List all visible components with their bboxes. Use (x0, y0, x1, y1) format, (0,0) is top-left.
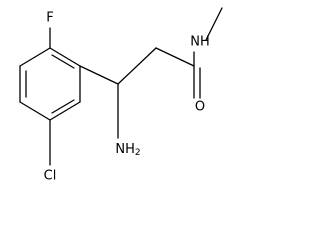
ring-bond-4 (19, 101, 51, 121)
bond-ring-to-chiral-carbon (79, 65, 119, 85)
ring-bond-1 (49, 47, 81, 67)
amine-label-main: NH (115, 142, 135, 157)
ring-bond-6 (19, 47, 51, 67)
amine-label-subscript: 2 (135, 148, 141, 158)
bond-amide-n-to-methyl (205, 7, 223, 41)
ring-double-bond-2 (51, 99, 75, 114)
bond-chiral-carbon-to-ch2 (117, 47, 157, 85)
benzene-ring (19, 47, 81, 121)
amide-nitrogen-label: NH (190, 35, 210, 50)
amine-label: NH2 (115, 142, 140, 159)
ring-bond-3 (49, 101, 81, 121)
carbonyl-oxygen-label: O (195, 100, 205, 115)
fluorine-label: F (46, 11, 53, 26)
bond-ch2-to-carbonyl (155, 47, 195, 67)
ring-double-bond-1 (51, 54, 75, 69)
chemical-structure: F Cl NH2 NH O (19, 7, 223, 184)
chlorine-label: Cl (44, 169, 57, 184)
